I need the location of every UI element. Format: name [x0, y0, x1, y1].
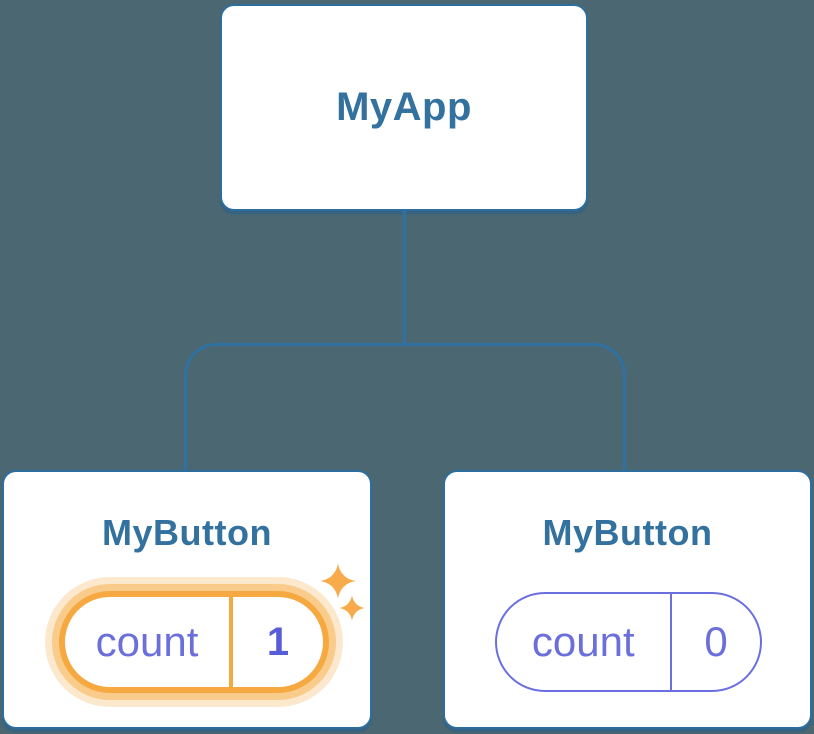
mybutton-right-label: MyButton — [542, 512, 713, 553]
state-value-cell: 1 — [233, 597, 323, 687]
state-key-label: count — [531, 618, 635, 665]
state-pill-plain: count 0 — [495, 592, 762, 692]
state-key-cell: count — [65, 597, 229, 687]
pill-divider — [669, 594, 672, 690]
state-value-label: 1 — [266, 619, 290, 664]
state-value-label: 0 — [704, 618, 728, 665]
state-key-label: count — [95, 618, 199, 665]
tree-node-myapp: MyApp — [220, 4, 588, 211]
tree-node-mybutton-right: MyButton count 0 — [443, 470, 812, 729]
sparkle-icon — [320, 563, 356, 599]
state-pill-highlighted: count 1 — [59, 591, 329, 693]
sparkle-icon — [339, 595, 365, 621]
myapp-label: MyApp — [336, 85, 472, 129]
connector-stem — [403, 211, 406, 345]
connector-bracket — [184, 343, 626, 470]
mybutton-left-label: MyButton — [102, 512, 272, 553]
tree-node-mybutton-left: MyButton count 1 — [2, 470, 372, 729]
state-key-cell: count — [497, 594, 670, 690]
state-value-cell: 0 — [672, 594, 760, 690]
pill-divider — [229, 597, 233, 687]
